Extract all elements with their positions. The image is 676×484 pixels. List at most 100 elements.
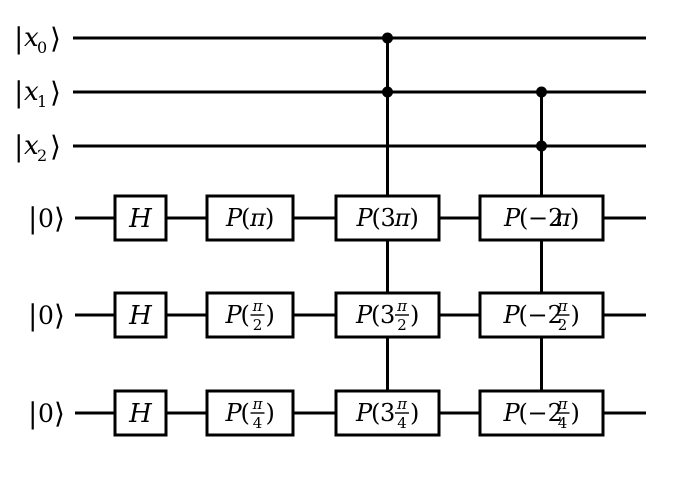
gate-label-part: 3 xyxy=(380,301,395,329)
fraction-denominator: 4 xyxy=(397,414,407,432)
fraction-numerator: π xyxy=(557,395,569,413)
ket-symbol: 0 xyxy=(38,204,54,233)
gate-label-part: P xyxy=(503,399,521,427)
gate-label-part: ) xyxy=(571,399,580,427)
ket-subscript: 0 xyxy=(37,38,47,57)
ket-symbol: 0 xyxy=(38,301,54,330)
gate-box xyxy=(113,389,168,437)
fraction-denominator: 4 xyxy=(253,414,263,432)
gate-label-part: ( xyxy=(519,301,528,329)
ket-label-a2: |0⟩ xyxy=(28,397,65,430)
gate-label-part: ( xyxy=(241,399,250,427)
control-dot-x2 xyxy=(536,140,547,152)
ket-bar: | xyxy=(14,22,23,55)
gate-label-part: π xyxy=(394,204,412,232)
hadamard-gate-a0: H xyxy=(113,194,168,242)
control-dot-x0 xyxy=(382,32,393,44)
ket-angle: ⟩ xyxy=(54,397,65,430)
ket-label-x2: |x2⟩ xyxy=(14,130,61,165)
gate-label-part: ) xyxy=(410,301,419,329)
gate-box xyxy=(334,291,441,339)
hadamard-gate-a2: H xyxy=(113,389,168,437)
ket-bar: | xyxy=(14,130,23,163)
fraction-denominator: 4 xyxy=(558,414,568,432)
gate-label-part: ) xyxy=(265,204,274,232)
gate-label-part: P xyxy=(503,204,521,232)
gate-label-part: ( xyxy=(519,204,528,232)
fraction-numerator: π xyxy=(252,395,264,413)
phase-gate-a0: P(3π) xyxy=(334,194,441,242)
fraction-numerator: π xyxy=(557,297,569,315)
phase-gate-a2: P(−2π4) xyxy=(478,389,605,437)
ket-symbol: 0 xyxy=(38,399,54,428)
ket-subscript: 2 xyxy=(37,146,47,165)
phase-gate-a0: P(−2π) xyxy=(478,194,605,242)
fraction-denominator: 2 xyxy=(253,316,263,334)
gate-box xyxy=(113,194,168,242)
gate-label-part: ) xyxy=(410,399,419,427)
gate-label-part: 3 xyxy=(380,399,395,427)
gate-label-part: P xyxy=(355,399,373,427)
ket-bar: | xyxy=(28,202,37,235)
ket-symbol: x xyxy=(24,77,39,107)
gate-box xyxy=(205,194,295,242)
gate-label-part: P xyxy=(356,204,374,232)
gate-label-part: P xyxy=(225,301,243,329)
ket-label-a0: |0⟩ xyxy=(28,202,65,235)
ket-label-x0: |x0⟩ xyxy=(14,22,61,57)
gate-label-part: ( xyxy=(241,204,250,232)
ket-bar: | xyxy=(28,397,37,430)
gate-box xyxy=(205,291,295,339)
gate-label-part: P xyxy=(225,399,243,427)
gate-label-part: ) xyxy=(410,204,419,232)
ket-symbol: x xyxy=(24,131,39,161)
gate-label-part: ( xyxy=(519,399,528,427)
gate-label-part: ( xyxy=(241,301,250,329)
gate-box xyxy=(478,389,605,437)
gate-label-part: ) xyxy=(571,301,580,329)
ket-symbol: x xyxy=(24,23,39,53)
gate-label-part: π xyxy=(249,204,267,232)
gate-box xyxy=(478,194,605,242)
gate-label-part: ) xyxy=(570,204,579,232)
ket-bar: | xyxy=(14,76,23,109)
gate-box xyxy=(113,291,168,339)
gate-label-part: ) xyxy=(266,399,275,427)
control-dot-x1 xyxy=(382,86,393,98)
control-dot-x1 xyxy=(536,86,547,98)
ket-label-x1: |x1⟩ xyxy=(14,76,61,111)
gate-label-part: ( xyxy=(371,399,380,427)
phase-gate-a2: P(π4) xyxy=(205,389,295,437)
gate-label-part: −2 xyxy=(528,204,563,232)
gate-label-part: P xyxy=(355,301,373,329)
fraction-numerator: π xyxy=(396,395,408,413)
gate-box xyxy=(334,389,441,437)
gate-label-part: π xyxy=(554,204,572,232)
ket-angle: ⟩ xyxy=(54,202,65,235)
phase-gate-a1: P(π2) xyxy=(205,291,295,339)
gate-box xyxy=(478,291,605,339)
hadamard-gate-a1: H xyxy=(113,291,168,339)
phase-gate-a1: P(−2π2) xyxy=(478,291,605,339)
phase-gate-a0: P(π) xyxy=(205,194,295,242)
gate-box xyxy=(334,194,441,242)
gate-label-part: ( xyxy=(372,204,381,232)
fraction-numerator: π xyxy=(396,297,408,315)
gate-label-part: ( xyxy=(371,301,380,329)
gate-label: H xyxy=(128,204,153,234)
ket-angle: ⟩ xyxy=(50,22,61,55)
fraction-numerator: π xyxy=(252,297,264,315)
gate-box xyxy=(205,389,295,437)
gate-label: H xyxy=(128,301,153,331)
fraction-denominator: 2 xyxy=(397,316,407,334)
ket-bar: | xyxy=(28,299,37,332)
ket-angle: ⟩ xyxy=(50,76,61,109)
ket-subscript: 1 xyxy=(37,92,47,111)
ket-angle: ⟩ xyxy=(54,299,65,332)
gate-label-part: P xyxy=(503,301,521,329)
gate-label-part: P xyxy=(225,204,243,232)
gate-label-part: ) xyxy=(266,301,275,329)
